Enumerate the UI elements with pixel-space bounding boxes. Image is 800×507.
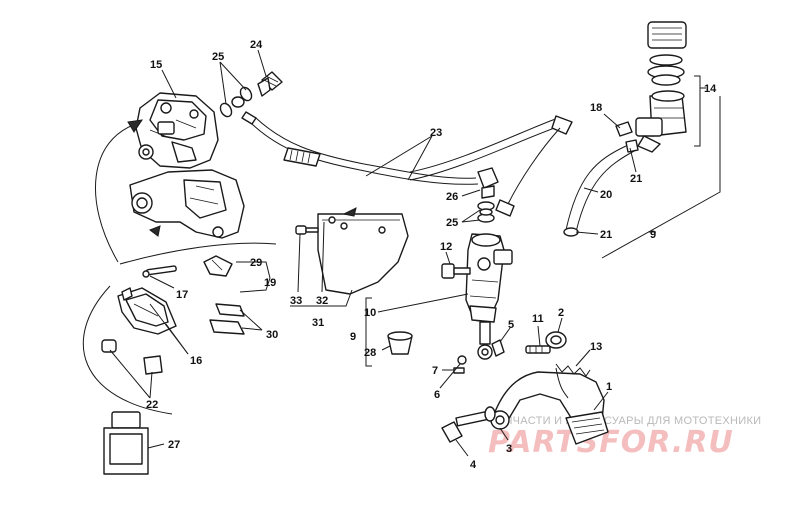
label-part-27: 27 <box>168 439 180 451</box>
label-part-20: 20 <box>600 189 612 201</box>
label-part-28: 28 <box>364 347 376 359</box>
label-part-26: 26 <box>446 191 458 203</box>
watermark-caption: ЗАПЧАСТИ И АКСЕССУАРЫ ДЛЯ МОТОТЕХНИКИ <box>490 415 761 427</box>
reservoir-hose <box>563 139 639 237</box>
label-part-3: 3 <box>506 443 512 455</box>
pivot-bolt <box>441 406 496 443</box>
brake-fluid-reservoir <box>615 21 687 153</box>
pin-clip <box>203 255 233 277</box>
label-part-12: 12 <box>440 241 452 253</box>
brake-pedal <box>490 371 609 445</box>
label-part-2: 2 <box>558 307 564 319</box>
caliper-bracket <box>129 169 245 239</box>
pedal-stop <box>525 331 567 354</box>
label-part-25-upper: 25 <box>212 51 224 63</box>
label-part-4: 4 <box>470 459 477 471</box>
label-part-22: 22 <box>146 399 158 411</box>
label-part-15: 15 <box>150 59 162 71</box>
label-part-24: 24 <box>250 39 263 51</box>
label-part-18: 18 <box>590 102 602 114</box>
label-part-32: 32 <box>316 295 328 307</box>
label-part-11: 11 <box>532 313 544 325</box>
label-part-9-right: 9 <box>650 229 656 241</box>
label-part-6: 6 <box>434 389 440 401</box>
master-cylinder <box>465 233 513 360</box>
label-part-21-upper: 21 <box>630 173 642 185</box>
watermark-brand: PARTSFOR.RU <box>488 425 734 460</box>
clevis-parts <box>453 339 505 374</box>
heat-guard <box>317 207 409 295</box>
label-part-21-lower: 21 <box>600 229 612 241</box>
watermark: PARTSFOR.RU ЗАПЧАСТИ И АКСЕССУАРЫ ДЛЯ МО… <box>488 415 761 460</box>
return-spring <box>555 363 591 399</box>
brake-caliper <box>135 92 219 169</box>
label-part-7: 7 <box>432 365 438 377</box>
bleed-plug <box>101 339 163 375</box>
label-part-10: 10 <box>364 307 376 319</box>
brake-fluid-bottle <box>103 411 149 475</box>
label-part-9-left: 9 <box>350 331 356 343</box>
leader-lines <box>82 49 721 457</box>
banjo-bolt-upper <box>219 71 283 118</box>
label-part-14: 14 <box>704 83 717 95</box>
guard-screw <box>295 225 319 235</box>
label-part-23: 23 <box>430 127 442 139</box>
label-part-17: 17 <box>176 289 188 301</box>
banjo-bolt-lower <box>477 167 499 223</box>
label-part-29: 29 <box>250 257 262 269</box>
label-part-19: 19 <box>264 277 276 289</box>
pad-spring <box>209 303 245 335</box>
label-part-25-lower: 25 <box>446 217 458 229</box>
label-part-30: 30 <box>266 329 278 341</box>
brake-pads <box>117 287 177 335</box>
label-part-5: 5 <box>508 319 514 331</box>
pad-pin <box>142 265 177 278</box>
label-part-13: 13 <box>590 341 602 353</box>
label-part-16: 16 <box>190 355 202 367</box>
label-part-31: 31 <box>312 317 324 329</box>
brake-hose <box>241 111 573 217</box>
part-number-labels: 15 24 25 23 18 14 21 20 21 9 26 25 12 10… <box>146 39 717 471</box>
grommet <box>387 331 413 355</box>
mounting-bolt-12 <box>441 263 471 279</box>
label-part-1: 1 <box>606 381 612 393</box>
label-part-33: 33 <box>290 295 302 307</box>
